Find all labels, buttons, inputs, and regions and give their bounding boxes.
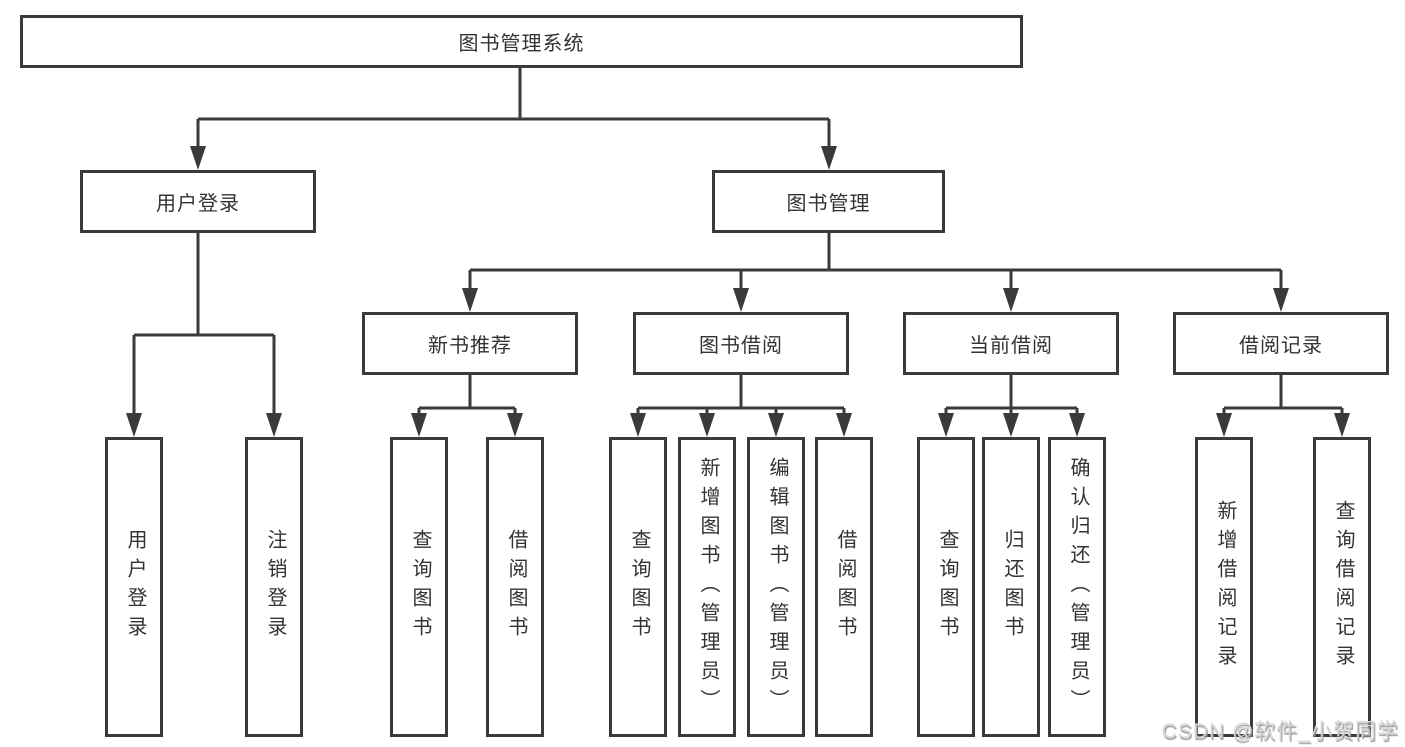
connector-recommend-group	[417, 375, 517, 415]
leaf-add-borrow-record: 新增借阅记录	[1195, 437, 1253, 737]
arrow-down	[1003, 288, 1019, 312]
arrow-down	[411, 413, 427, 437]
arrow-down	[1003, 413, 1019, 437]
arrow-down	[821, 146, 837, 170]
connector-management-to-level3	[468, 233, 1283, 292]
node-book-borrow: 图书借阅	[633, 312, 849, 375]
arrow-down	[126, 413, 142, 437]
arrow-down	[1273, 288, 1289, 312]
leaf-query-borrow-record: 查询借阅记录	[1313, 437, 1371, 737]
leaf-query-books-borrow: 查询图书	[609, 437, 667, 737]
csdn-watermark: CSDN @软件_小贺同学	[1161, 720, 1399, 743]
arrow-down	[266, 413, 282, 437]
leaf-query-books-recommend: 查询图书	[390, 437, 448, 737]
leaf-borrow-books-recommend: 借阅图书	[486, 437, 544, 737]
connector-borrow-group	[636, 375, 846, 415]
leaf-add-book-admin: 新增图书（管理员）	[678, 437, 736, 737]
arrow-down	[699, 413, 715, 437]
node-system-root: 图书管理系统	[20, 15, 1023, 68]
node-new-book-recommend: 新书推荐	[362, 312, 578, 375]
leaf-query-books-current: 查询图书	[917, 437, 975, 737]
arrow-down	[938, 413, 954, 437]
leaf-confirm-return-admin: 确认归还（管理员）	[1048, 437, 1106, 737]
leaf-user-login: 用户登录	[105, 437, 163, 737]
arrow-down	[1069, 413, 1085, 437]
arrow-down	[630, 413, 646, 437]
arrow-down	[733, 288, 749, 312]
node-book-management: 图书管理	[712, 170, 945, 233]
connector-root-to-level2	[196, 68, 831, 150]
connector-current-group	[944, 375, 1079, 415]
node-borrow-records: 借阅记录	[1173, 312, 1389, 375]
arrow-down	[836, 413, 852, 437]
node-current-borrow: 当前借阅	[903, 312, 1119, 375]
arrow-down	[462, 288, 478, 312]
leaf-edit-book-admin: 编辑图书（管理员）	[747, 437, 805, 737]
arrow-down	[190, 146, 206, 170]
leaf-return-books: 归还图书	[982, 437, 1040, 737]
node-user-login: 用户登录	[80, 170, 316, 233]
leaf-borrow-books: 借阅图书	[815, 437, 873, 737]
connector-records-group	[1222, 375, 1344, 415]
arrow-down	[1216, 413, 1232, 437]
arrow-down	[1334, 413, 1350, 437]
connector-login-group	[132, 233, 276, 415]
arrow-down	[768, 413, 784, 437]
leaf-logout: 注销登录	[245, 437, 303, 737]
arrow-down	[507, 413, 523, 437]
